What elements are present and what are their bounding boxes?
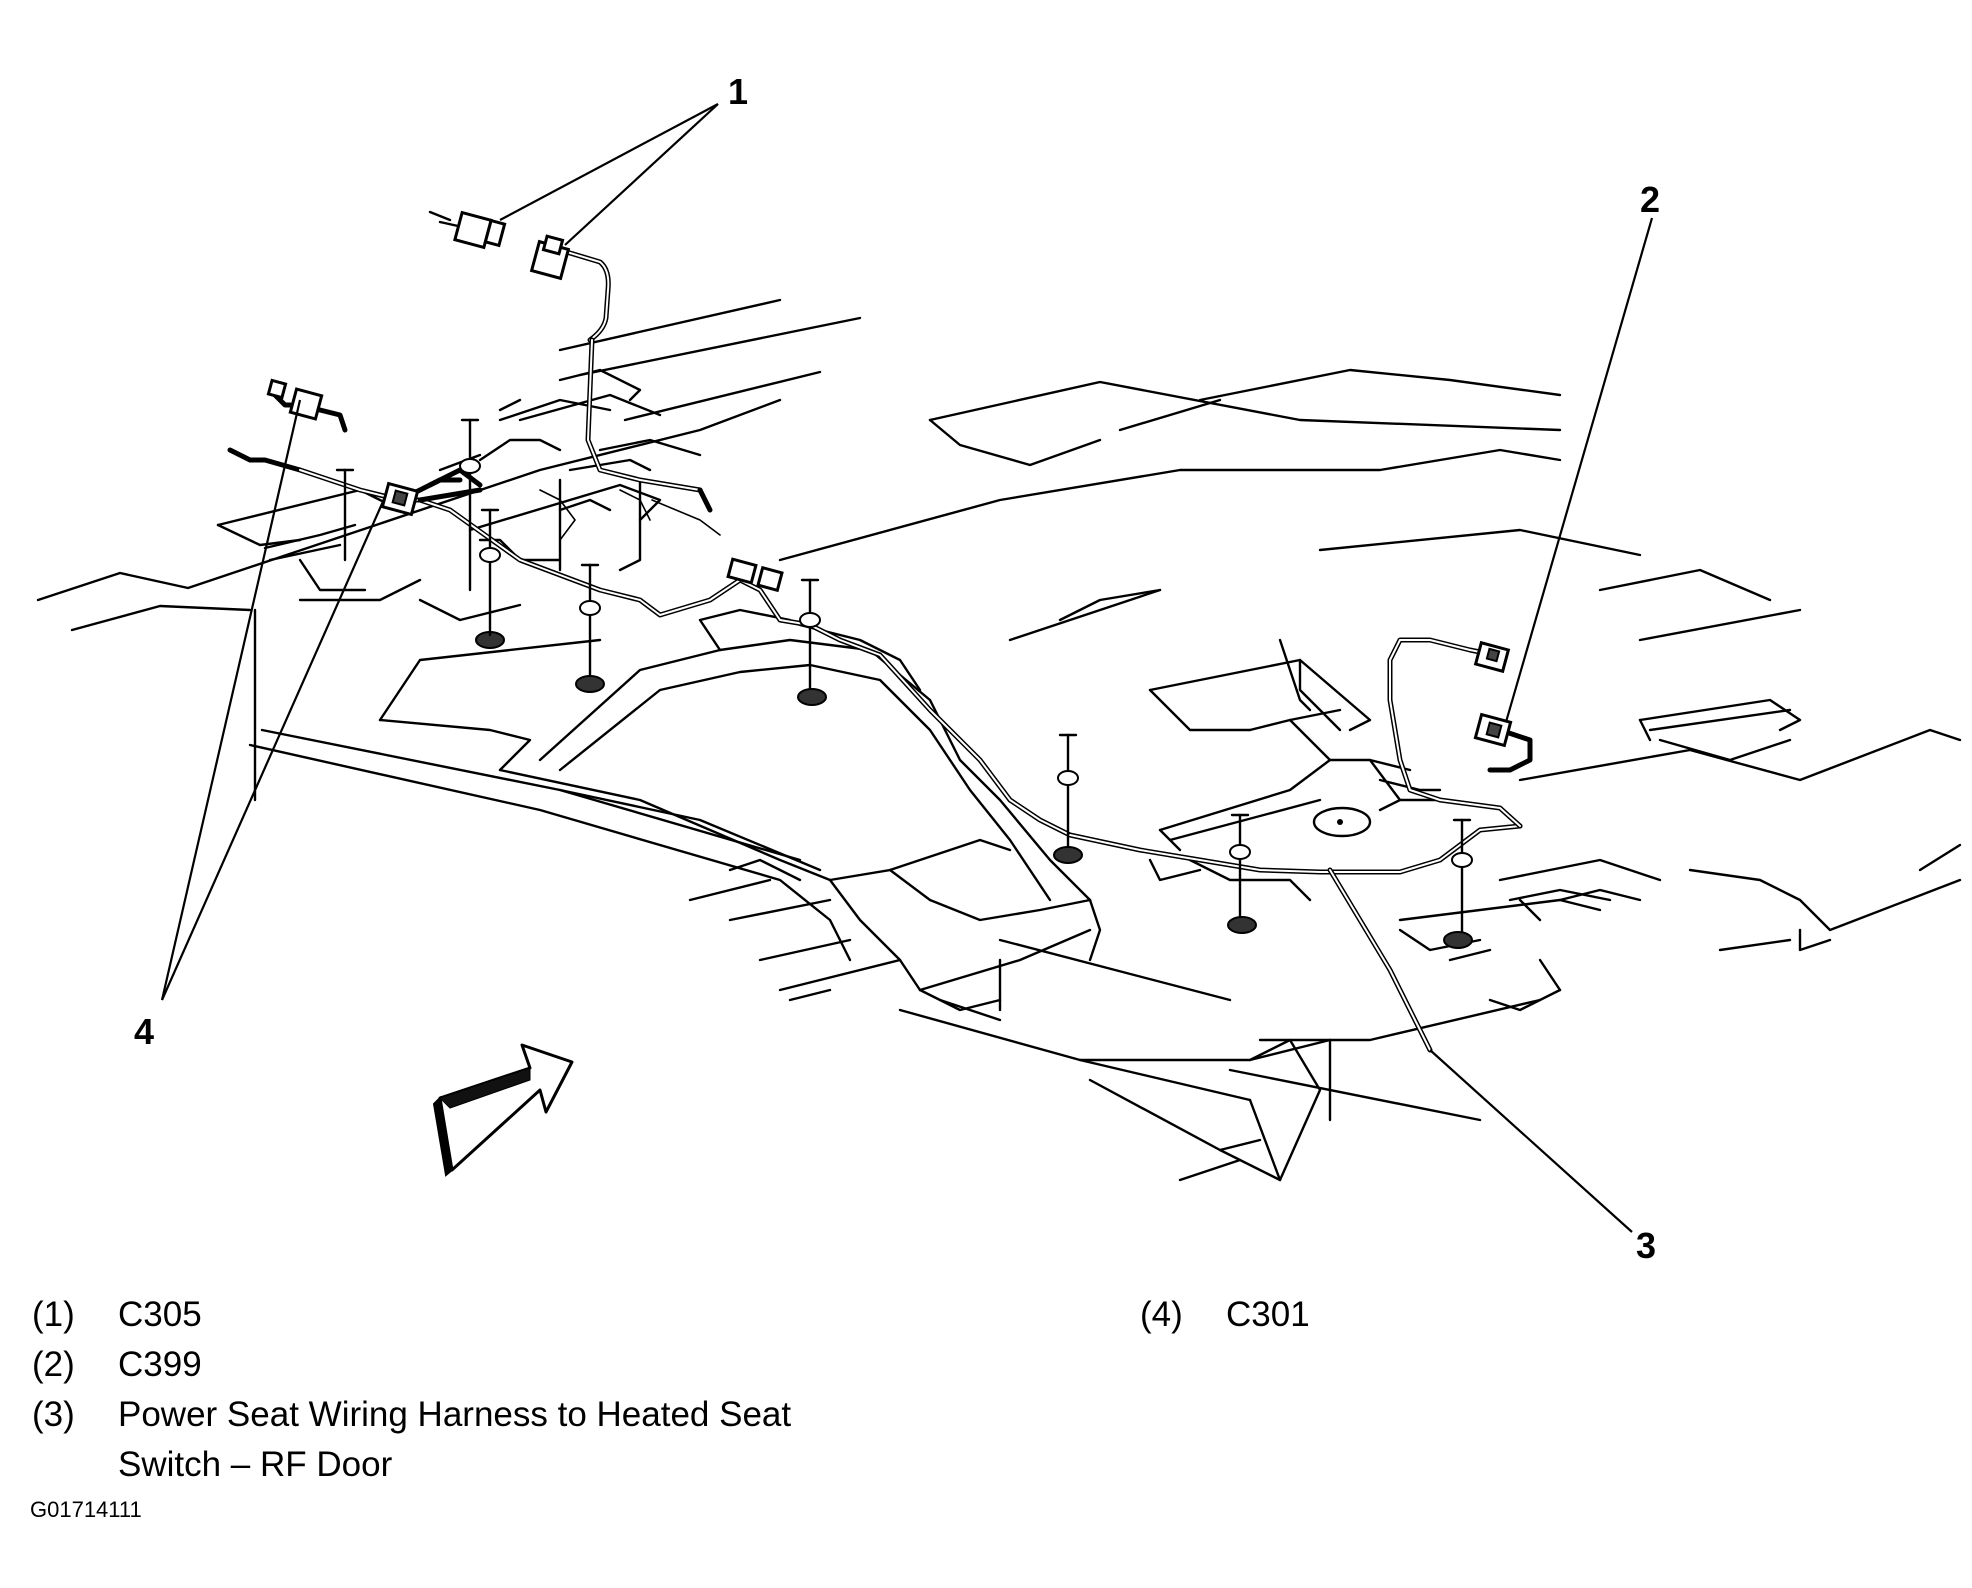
legend-text-line2: Switch – RF Door [118,1445,393,1484]
clip [1443,818,1473,949]
clip [335,468,355,562]
legend-item-3: (3) Power Seat Wiring Harness to Heated … [32,1390,992,1490]
legend-left: (1) C305 (2) C399 (3) Power Seat Wiring … [32,1290,992,1490]
right-seat-area [1148,638,1802,1012]
wiring-harness [227,247,1533,1053]
legend-item-1: (1) C305 [32,1290,992,1340]
clip [797,578,827,706]
legend-number: (3) [32,1395,75,1434]
clip [479,508,501,637]
connector-c301-b [380,481,420,517]
callout-3: 3 [1636,1225,1656,1266]
floor-pan-outline [36,298,1962,1182]
connector-c399-mate [1473,640,1511,674]
connectors [266,210,1513,748]
callout-1: 1 [728,71,748,112]
rear-pan [1058,588,1372,732]
center-tunnel [378,608,1102,1012]
clip [575,563,605,693]
leader-lines [160,103,1654,1233]
legend-number: (1) [32,1295,75,1334]
leader-1a [499,103,719,221]
legend-item-4: (4) C301 [1140,1290,1740,1340]
wiring-diagram: 1 2 3 4 [36,71,1962,1266]
connector-c305-a [428,210,507,250]
legend-item-2: (2) C399 [32,1340,992,1390]
clip [459,418,505,649]
harness-clips [335,418,1473,949]
leader-4b [160,496,387,1001]
connector-c305-b [529,234,571,281]
connector-c399 [1473,712,1513,748]
clip [1227,813,1257,934]
legend-number: (4) [1140,1295,1183,1334]
front-direction-arrow [432,1043,574,1177]
leader-3 [1429,1049,1633,1233]
floor-hole [1312,806,1372,838]
legend-text: C301 [1226,1295,1310,1334]
legend-right: (4) C301 [1140,1290,1740,1340]
callout-2: 2 [1640,179,1660,220]
legend-text: Power Seat Wiring Harness to Heated Seat [118,1395,792,1434]
left-seat-area [216,368,721,622]
legend-text-block: Power Seat Wiring Harness to Heated Seat… [118,1390,791,1490]
clip [1053,733,1083,864]
callout-4: 4 [134,1011,154,1052]
figure-id: G01714111 [30,1497,142,1522]
legend-number: (2) [32,1345,75,1384]
legend-text: C305 [118,1295,202,1334]
leader-2 [1504,217,1654,723]
leader-4a [160,399,302,1001]
leader-1b [564,103,719,246]
connector-aux [726,557,784,593]
legend-text: C399 [118,1345,202,1384]
